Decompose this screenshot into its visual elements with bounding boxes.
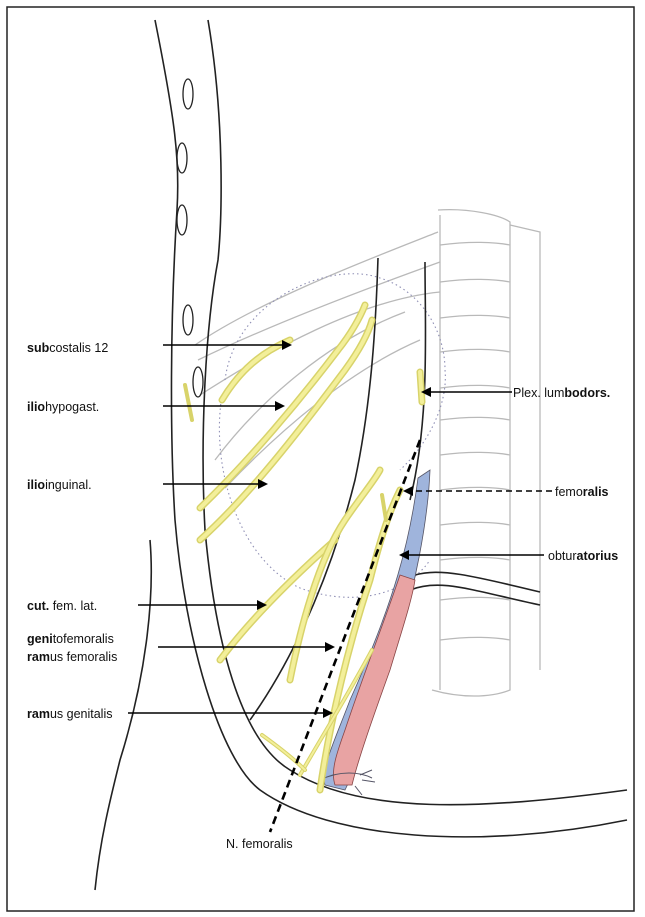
svg-text:iliohypogast.: iliohypogast. <box>27 400 99 414</box>
vertebra-line <box>440 557 510 560</box>
vertebra-line <box>440 522 510 525</box>
label-ramus-femoralis: ramus femoralis <box>27 650 117 664</box>
label-cut-fem-lat: cut. fem. lat. <box>27 599 97 613</box>
svg-text:genitofemoralis: genitofemoralis <box>27 632 114 646</box>
label-obturatorius-text: obtur <box>548 549 577 563</box>
svg-text:Plex. lumbodors.: Plex. lumbodors. <box>513 386 610 400</box>
vertebra-line <box>440 452 510 455</box>
label-genitofemoralis-rest: tofemoralis <box>53 632 114 646</box>
vertebra-line <box>440 637 510 640</box>
label-plex-lumbodors: Plex. lumbodors. <box>513 386 610 400</box>
label-ilioinguinal-bold: ilio <box>27 478 45 492</box>
label-iliohypogast-bold: ilio <box>27 400 45 414</box>
svg-text:ilioinguinal.: ilioinguinal. <box>27 478 92 492</box>
label-ilioinguinal-rest: inguinal. <box>45 478 92 492</box>
svg-text:femoralis: femoralis <box>555 485 609 499</box>
label-femoralis-bold: ralis <box>583 485 609 499</box>
svg-text:ramus femoralis: ramus femoralis <box>27 650 117 664</box>
svg-text:ramus genitalis: ramus genitalis <box>27 707 112 721</box>
label-cut-fem-lat-rest: fem. lat. <box>49 599 97 613</box>
vertebra-line <box>440 242 510 245</box>
vertebra-line <box>440 417 510 420</box>
label-n-femoralis: N. femoralis <box>226 837 293 851</box>
svg-text:subcostalis 12: subcostalis 12 <box>27 341 108 355</box>
iliac-vessels <box>320 470 430 795</box>
vertebra-line <box>440 315 510 318</box>
vertebra-line <box>440 349 510 352</box>
label-plex-lumbodors-bold: bodors. <box>564 386 610 400</box>
pointer-ramus-genitalis <box>128 708 333 718</box>
label-subcostalis: subcostalis 12 <box>27 341 108 355</box>
background-contours <box>195 232 440 488</box>
pointer-obturatorius <box>399 550 544 560</box>
label-ramus-genitalis: ramus genitalis <box>27 707 112 721</box>
nerves <box>185 305 422 790</box>
label-ilioinguinal: ilioinguinal. <box>27 478 92 492</box>
vertebra-line <box>440 487 510 490</box>
label-genitofemoralis-bold: geni <box>27 632 53 646</box>
pointer-genitofemoralis <box>158 642 335 652</box>
label-ramus-femoralis-bold: ram <box>27 650 50 664</box>
label-femoralis: femoralis <box>555 485 609 499</box>
svg-text:cut. fem. lat.: cut. fem. lat. <box>27 599 97 613</box>
label-subcostalis-rest: costalis 12 <box>49 341 108 355</box>
vertebra-line <box>440 279 510 282</box>
vertebra-line <box>440 385 510 388</box>
pointer-plex-lumbodors <box>421 387 512 397</box>
label-iliohypogast: iliohypogast. <box>27 400 99 414</box>
label-ramus-genitalis-bold: ram <box>27 707 50 721</box>
label-obturatorius: obturatorius <box>548 549 618 563</box>
label-ramus-femoralis-rest: us femoralis <box>50 650 117 664</box>
label-cut-fem-lat-bold: cut. <box>27 599 49 613</box>
label-n-femoralis-text: N. femoralis <box>226 837 293 851</box>
label-iliohypogast-rest: hypogast. <box>45 400 99 414</box>
pointer-cut-fem-lat <box>138 600 267 610</box>
vertebral-column <box>432 210 540 696</box>
svg-text:obturatorius: obturatorius <box>548 549 618 563</box>
abdominal-wall <box>95 20 627 890</box>
label-femoralis-text: femo <box>555 485 583 499</box>
label-ramus-genitalis-rest: us genitalis <box>50 707 113 721</box>
label-obturatorius-bold: atorius <box>577 549 619 563</box>
label-subcostalis-bold: sub <box>27 341 50 355</box>
label-plex-lumbodors-text: Plex. lum <box>513 386 564 400</box>
label-genitofemoralis: genitofemoralis <box>27 632 114 646</box>
vertebra-line <box>440 597 510 600</box>
